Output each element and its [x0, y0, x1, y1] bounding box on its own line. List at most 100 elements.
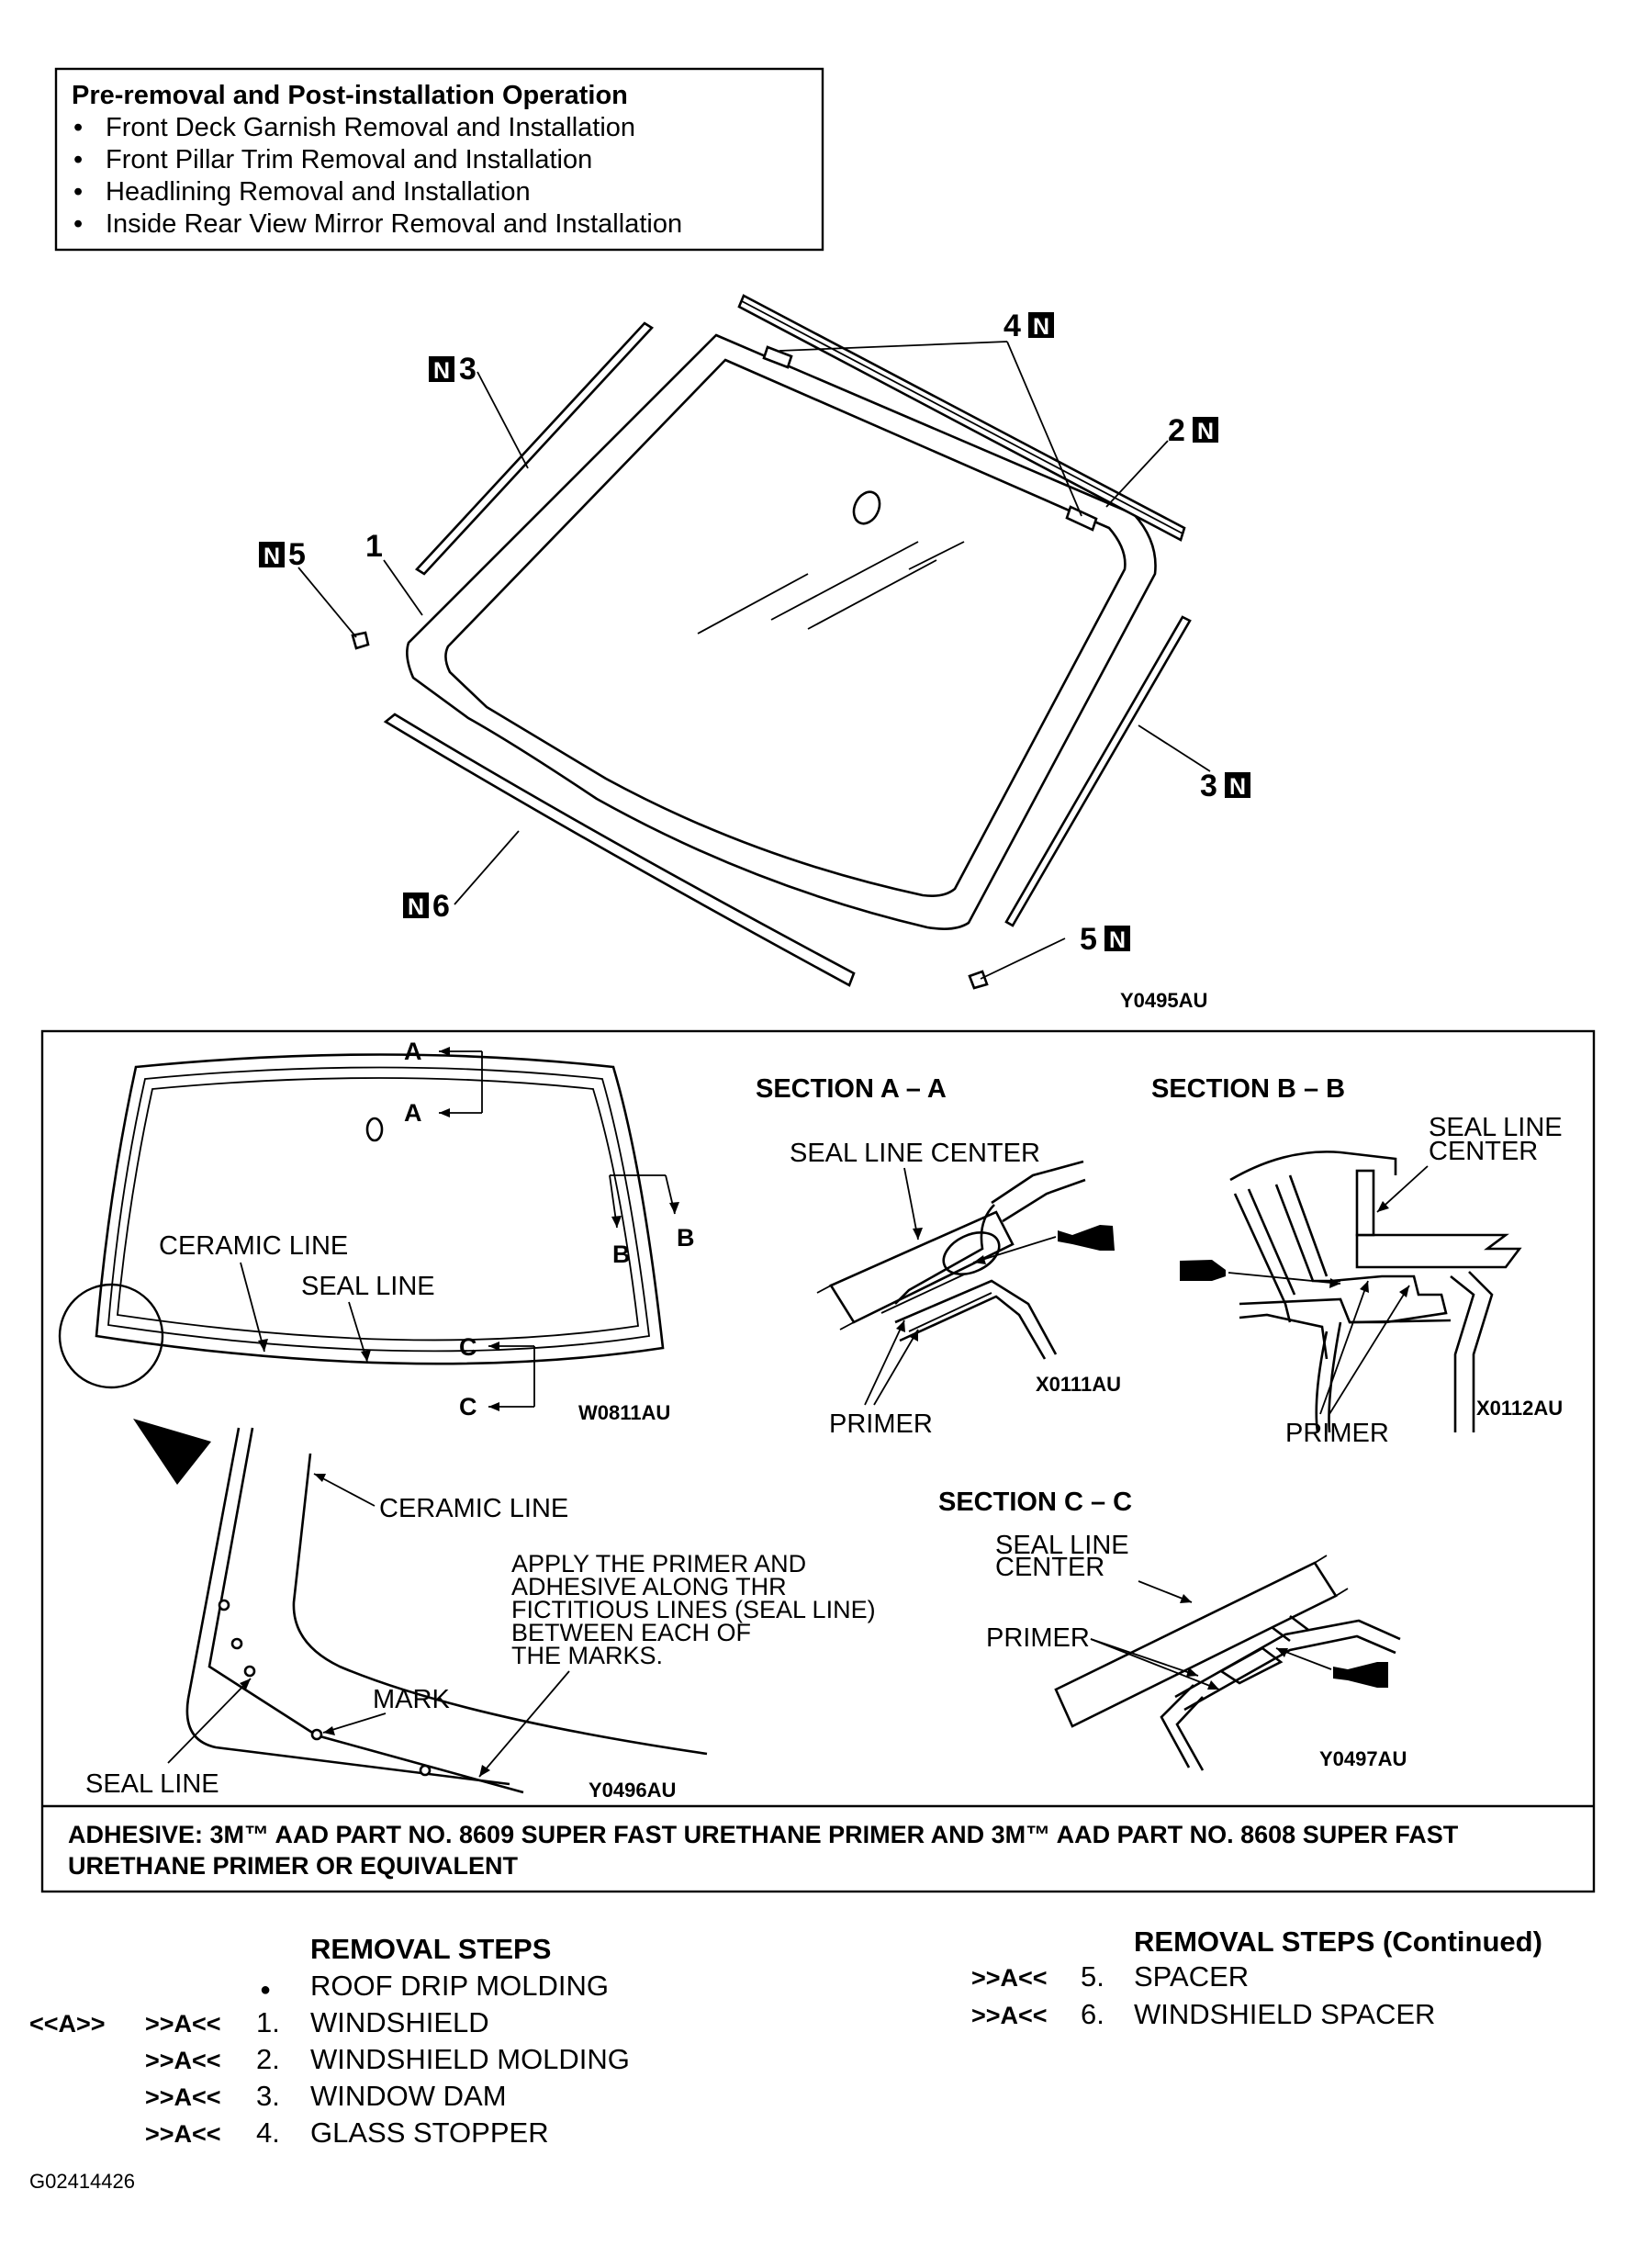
section-mark-c: C	[459, 1333, 477, 1361]
windshield-glass	[406, 333, 1157, 930]
svg-text:>>A<<: >>A<<	[145, 2120, 221, 2148]
seal-line-center-label: SEAL LINE	[1429, 1113, 1563, 1142]
removal-step: >>A<< 4. GLASS STOPPER	[145, 2116, 549, 2149]
seal-line-center-label: SEAL LINE CENTER	[790, 1139, 1040, 1168]
svg-text:>>A<<: >>A<<	[145, 2047, 221, 2074]
section-mark-b: B	[612, 1241, 631, 1268]
mark-label: MARK	[373, 1685, 450, 1714]
n-badge	[259, 542, 285, 567]
svg-text:FICTITIOUS LINES (SEAL LINE): FICTITIOUS LINES (SEAL LINE)	[511, 1596, 876, 1623]
svg-text:•: •	[73, 145, 83, 174]
section-bb-title: SECTION B – B	[1151, 1074, 1345, 1104]
window-dam-left	[414, 321, 655, 576]
svg-text:ADHESIVE: 3M™ AAD PART NO. 860: ADHESIVE: 3M™ AAD PART NO. 8609 SUPER FA…	[68, 1821, 1459, 1848]
svg-text:6.: 6.	[1081, 1998, 1104, 2030]
removal-step: >>A<< 6. WINDSHIELD SPACER	[971, 1998, 1435, 2030]
svg-text:WINDSHIELD SPACER: WINDSHIELD SPACER	[1134, 1998, 1435, 2030]
svg-text:<<A>>: <<A>>	[29, 2010, 106, 2038]
svg-text:•: •	[73, 209, 83, 239]
pre-removal-item: Inside Rear View Mirror Removal and Inst…	[106, 209, 682, 239]
callout-5-right: 5 N	[1080, 922, 1130, 957]
svg-text:URETHANE PRIMER OR EQUIVALENT: URETHANE PRIMER OR EQUIVALENT	[68, 1852, 519, 1880]
figure-code: X0111AU	[1036, 1373, 1121, 1396]
detail-panel: A A B B C C CERAMIC LINE SEAL LINE	[40, 1029, 1596, 1893]
svg-text:>>A<<: >>A<<	[971, 1964, 1048, 1992]
seal-line-center-label: CENTER	[995, 1553, 1104, 1582]
svg-text:ROOF DRIP MOLDING: ROOF DRIP MOLDING	[310, 1970, 609, 2002]
callout-4: 4 N	[1004, 309, 1054, 343]
n-badge	[1104, 926, 1130, 951]
callout-3-right: 3 N	[1200, 769, 1250, 803]
svg-text:5: 5	[1080, 922, 1097, 957]
svg-text:N: N	[1197, 419, 1214, 444]
svg-text:>>A<<: >>A<<	[145, 2010, 221, 2038]
svg-text:N: N	[1033, 314, 1049, 340]
seal-line-center-label: SEAL LINE	[995, 1531, 1129, 1560]
svg-text:1.: 1.	[256, 2006, 280, 2038]
seal-line-label: SEAL LINE	[301, 1272, 435, 1301]
svg-text:N: N	[1109, 927, 1126, 953]
svg-text:N: N	[433, 358, 450, 384]
removal-step: ● ROOF DRIP MOLDING	[260, 1970, 609, 2002]
pre-removal-list: • Front Deck Garnish Removal and Install…	[73, 113, 682, 239]
pre-removal-item: Front Deck Garnish Removal and Installat…	[106, 113, 635, 142]
callout-6: N 6	[403, 889, 450, 924]
svg-text:THE MARKS.: THE MARKS.	[511, 1642, 663, 1669]
svg-text:4.: 4.	[256, 2116, 280, 2149]
svg-text:5.: 5.	[1081, 1960, 1104, 1993]
section-cc: SECTION C – C SEAL LINE CENTER PRIMER	[938, 1488, 1407, 1771]
primer-label: PRIMER	[1285, 1419, 1389, 1448]
callout-3-left: N 3	[429, 352, 477, 387]
svg-text:•: •	[73, 113, 83, 142]
pre-removal-item: Headlining Removal and Installation	[106, 177, 531, 207]
primer-applicator-icon	[1180, 1260, 1226, 1281]
svg-text:3: 3	[459, 352, 477, 387]
removal-step: >>A<< 3. WINDOW DAM	[145, 2080, 507, 2112]
seal-line-label: SEAL LINE	[85, 1769, 219, 1799]
svg-text:>>A<<: >>A<<	[145, 2083, 221, 2111]
figure-code: Y0495AU	[1120, 989, 1207, 1012]
removal-step: >>A<< 2. WINDSHIELD MOLDING	[145, 2043, 630, 2075]
ceramic-line-label: CERAMIC LINE	[379, 1494, 568, 1523]
svg-text:3: 3	[1200, 769, 1217, 803]
n-badge	[1225, 772, 1250, 798]
windshield-ceramic-outline	[444, 358, 1127, 897]
primer-applicator-icon	[1058, 1225, 1115, 1251]
overview-windshield: A A B B C C CERAMIC LINE SEAL LINE	[58, 1038, 695, 1485]
svg-text:WINDSHIELD: WINDSHIELD	[310, 2006, 489, 2038]
svg-text:GLASS STOPPER: GLASS STOPPER	[310, 2116, 549, 2149]
svg-text:3.: 3.	[256, 2080, 280, 2112]
section-mark-c: C	[459, 1393, 477, 1420]
svg-text:N: N	[408, 894, 424, 920]
primer-label: PRIMER	[829, 1409, 933, 1439]
window-dam-right	[1004, 615, 1192, 927]
svg-text:WINDSHIELD MOLDING: WINDSHIELD MOLDING	[310, 2043, 630, 2075]
mirror-mount	[852, 490, 881, 525]
section-mark-a: A	[404, 1099, 422, 1127]
section-mark-a: A	[404, 1038, 422, 1065]
svg-text:WINDOW DAM: WINDOW DAM	[310, 2080, 507, 2112]
spacer-right	[968, 970, 989, 990]
primer-instruction: APPLY THE PRIMER AND ADHESIVE ALONG THR …	[511, 1550, 876, 1669]
callout-1: 1	[365, 529, 383, 564]
svg-text:ADHESIVE ALONG THR: ADHESIVE ALONG THR	[511, 1573, 787, 1600]
svg-text:BETWEEN EACH OF: BETWEEN EACH OF	[511, 1619, 751, 1646]
windshield-spacer	[383, 713, 856, 987]
page-code: G02414426	[29, 2170, 135, 2193]
svg-text:N: N	[1229, 774, 1246, 800]
corner-detail: CERAMIC LINE APPLY THE PRIMER AND ADHESI…	[85, 1427, 876, 1802]
ceramic-line-label: CERAMIC LINE	[159, 1231, 348, 1261]
glass-stopper	[762, 345, 793, 369]
svg-text:4: 4	[1004, 309, 1021, 343]
removal-steps: REMOVAL STEPS ● ROOF DRIP MOLDING <<A>> …	[29, 1926, 1542, 2149]
n-badge	[1028, 312, 1054, 338]
figure-code: Y0497AU	[1319, 1747, 1407, 1770]
figure-code: W0811AU	[578, 1401, 670, 1424]
adhesive-spec: ADHESIVE: 3M™ AAD PART NO. 8609 SUPER FA…	[68, 1821, 1459, 1880]
n-badge	[403, 893, 429, 918]
glass-stopper	[1065, 505, 1098, 532]
svg-text:2.: 2.	[256, 2043, 280, 2075]
n-badge	[1193, 417, 1218, 443]
section-bb: SECTION B – B SEAL LINE CENTER	[1151, 1074, 1563, 1448]
